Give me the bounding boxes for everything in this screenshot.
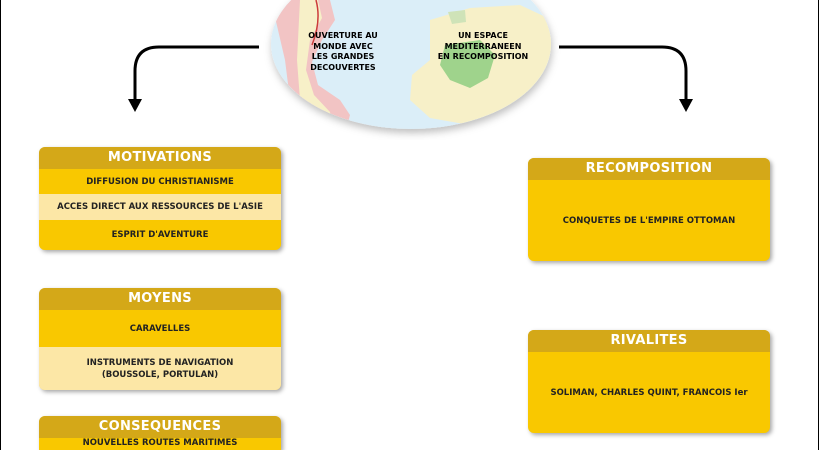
motivations-item: ACCES DIRECT AUX RESSOURCES DE L'ASIE	[39, 194, 281, 220]
moyens-item: INSTRUMENTS DE NAVIGATION (BOUSSOLE, POR…	[39, 347, 281, 390]
consequences-card: CONSEQUENCES NOUVELLES ROUTES MARITIMES	[39, 416, 281, 450]
motivations-card: MOTIVATIONS DIFFUSION DU CHRISTIANISME A…	[39, 147, 281, 250]
right-arrow-head	[679, 99, 693, 112]
left-map-label: OUVERTURE AU MONDE AVEC LES GRANDES DECO…	[308, 31, 378, 72]
right-map-label: UN ESPACE MEDITERRANEEN EN RECOMPOSITION	[437, 31, 529, 61]
right-arrow-line	[559, 45, 688, 100]
moyens-item: CARAVELLES	[39, 310, 281, 347]
motivations-title: MOTIVATIONS	[39, 147, 281, 169]
motivations-item: ESPRIT D'AVENTURE	[39, 220, 281, 250]
recomposition-card: RECOMPOSITION CONQUETES DE L'EMPIRE OTTO…	[528, 158, 770, 261]
rivalites-card: RIVALITES SOLIMAN, CHARLES QUINT, FRANCO…	[528, 330, 770, 433]
island-shape	[448, 10, 466, 24]
recomposition-title: RECOMPOSITION	[528, 158, 770, 180]
rivalites-title: RIVALITES	[528, 330, 770, 352]
moyens-title: MOYENS	[39, 288, 281, 310]
connector-arrows	[128, 45, 693, 112]
consequences-title: CONSEQUENCES	[39, 416, 281, 438]
americas-inner	[297, 0, 334, 129]
left-arrow-head	[128, 99, 142, 112]
world-map	[271, 0, 551, 129]
consequences-item: NOUVELLES ROUTES MARITIMES	[39, 438, 281, 450]
recomposition-body: CONQUETES DE L'EMPIRE OTTOMAN	[562, 215, 736, 226]
coast-line	[311, 0, 319, 46]
motivations-item: DIFFUSION DU CHRISTIANISME	[39, 169, 281, 194]
rivalites-body: SOLIMAN, CHARLES QUINT, FRANCOIS Ier	[550, 387, 748, 398]
moyens-card: MOYENS CARAVELLES INSTRUMENTS DE NAVIGAT…	[39, 288, 281, 390]
ottoman-region	[440, 40, 495, 88]
left-arrow-line	[133, 45, 259, 100]
